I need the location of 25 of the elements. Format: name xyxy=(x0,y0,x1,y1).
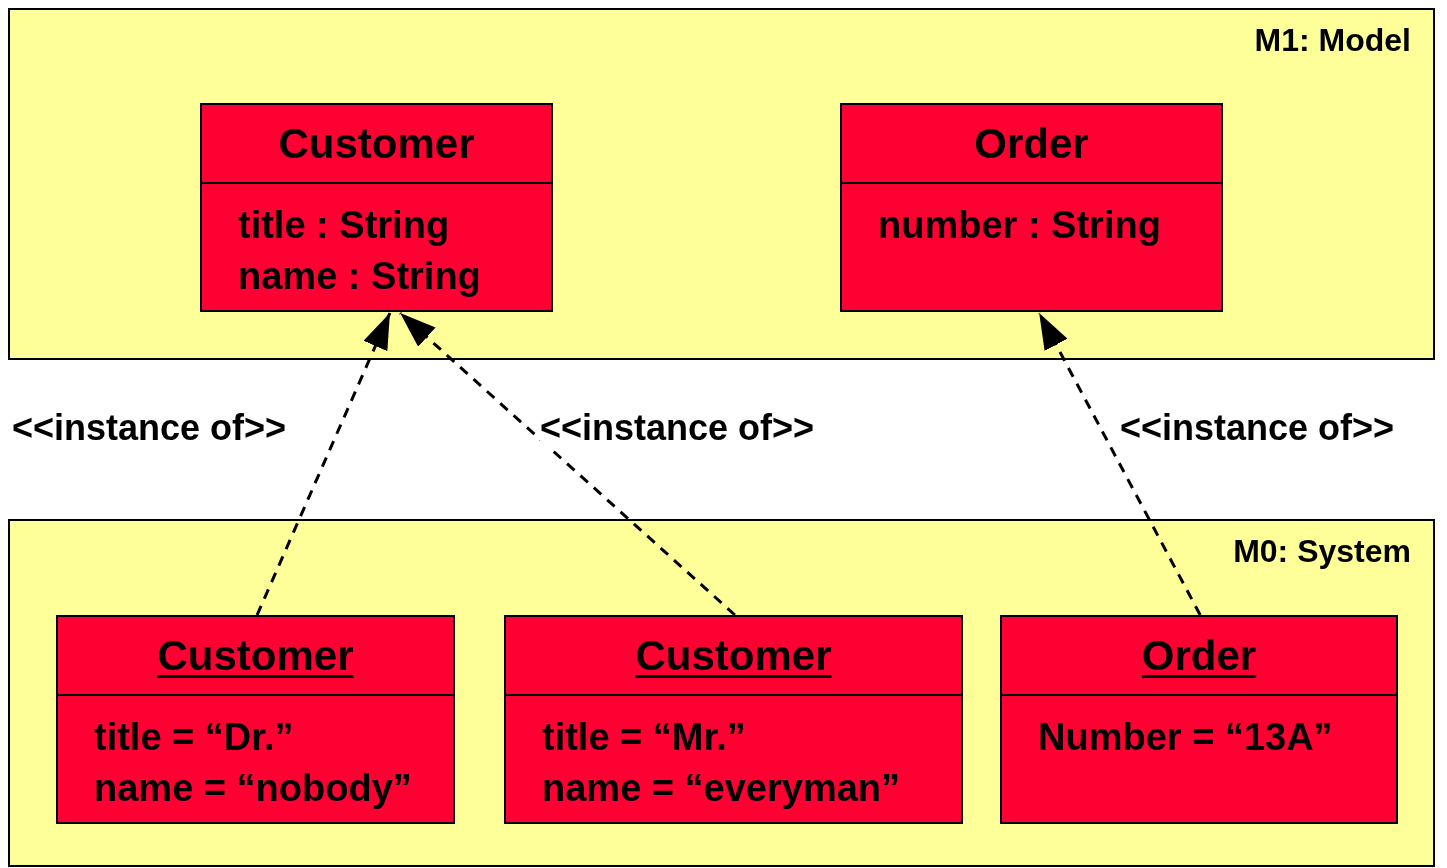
object-name: Order xyxy=(1141,634,1257,677)
attribute-value: Number = “13A” xyxy=(1038,715,1334,760)
class-box xyxy=(200,103,553,312)
package-panel xyxy=(8,519,1435,867)
panel-title: M0: System xyxy=(1233,535,1411,567)
dependency-arrow xyxy=(399,311,736,617)
object-name: Customer xyxy=(157,634,354,677)
attribute: title : String xyxy=(238,203,451,248)
attribute-value: title = “Dr.” xyxy=(94,715,295,760)
class-name: Customer xyxy=(278,122,475,165)
object-box xyxy=(56,615,455,824)
object-box xyxy=(1000,615,1398,824)
panel-title: M1: Model xyxy=(1254,24,1411,56)
package-panel xyxy=(8,8,1435,360)
dependency-arrow xyxy=(255,312,392,616)
attribute: name : String xyxy=(238,254,482,299)
attribute-value: title = “Mr.” xyxy=(542,715,747,760)
class-box xyxy=(840,103,1223,312)
class-name: Order xyxy=(974,122,1089,165)
object-box xyxy=(504,615,963,824)
attribute-value: name = “nobody” xyxy=(94,766,413,811)
attribute-value: name = “everyman” xyxy=(542,766,902,811)
attribute: number : String xyxy=(878,203,1162,248)
dependency-arrow xyxy=(1037,312,1202,616)
object-name: Customer xyxy=(635,634,832,677)
